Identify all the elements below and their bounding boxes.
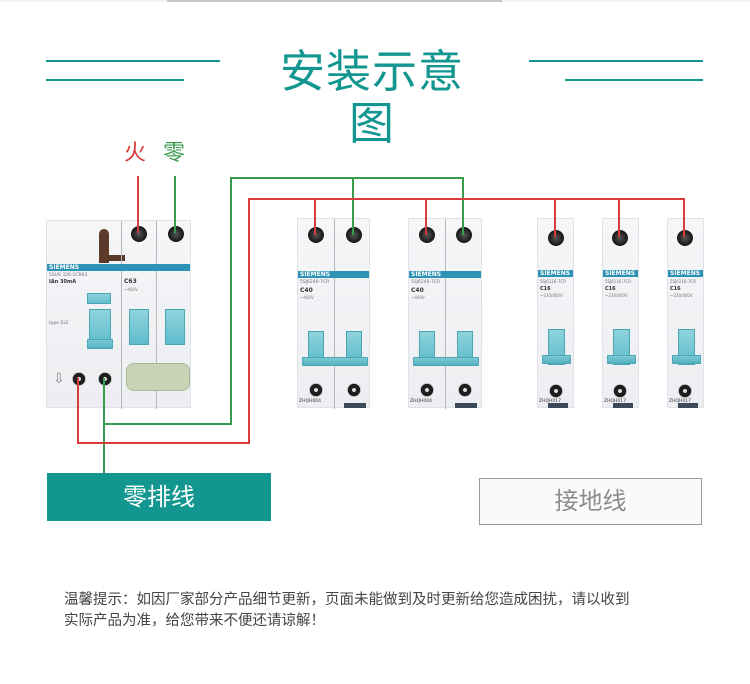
current-rating: C16: [540, 286, 551, 292]
single-pole-breaker-3: SIEMENS 5SJ6116-7CR C16 ~230/400V ZHQH01…: [667, 218, 704, 408]
pole-divider: [334, 219, 335, 409]
out-terminal: [549, 384, 563, 398]
toggle-bar[interactable]: [607, 355, 636, 364]
product-code: ZHQH017: [669, 399, 691, 404]
sensitivity-rating: IΔn 30mA: [49, 279, 77, 285]
toggle-bar[interactable]: [672, 355, 701, 364]
label-window: [126, 363, 190, 391]
single-pole-breaker-1: SIEMENS 5SJ6116-7CR C16 ~230/400V ZHQH01…: [537, 218, 574, 408]
din-clip: [613, 403, 633, 408]
brand-label: SIEMENS: [300, 271, 331, 278]
out-terminal: [420, 383, 434, 397]
out-terminal: [458, 383, 472, 397]
product-code: ZHQH017: [604, 399, 626, 404]
notice-line-2: 实际产品为准，给您带来不便还请谅解！: [64, 613, 325, 629]
din-clip: [678, 403, 698, 408]
live-wire-label: 火: [124, 141, 147, 166]
double-pole-breaker-1: SIEMENS 5SJ6240-7CR C40 ~400V ZHQH004: [297, 218, 370, 409]
model-number: 5SJ6116-7CR: [540, 279, 567, 284]
voltage-rating: ~230/400V: [540, 293, 563, 298]
current-rating: C40: [300, 287, 313, 294]
brand-stripe: SIEMENS: [603, 270, 638, 277]
brand-stripe: SIEMENS: [538, 270, 573, 277]
page-title: 安装示意图: [279, 45, 464, 150]
brand-label: SIEMENS: [670, 270, 701, 277]
current-rating: C16: [605, 286, 616, 292]
voltage-rating: ~400V: [124, 287, 138, 292]
toggle-bar[interactable]: [413, 357, 479, 366]
voltage-rating: ~230/400V: [605, 293, 628, 298]
product-code: ZHQH004: [410, 399, 432, 404]
pole-divider: [156, 221, 157, 409]
double-pole-breaker-2: SIEMENS 5SJ6240-7CR C40 ~400V ZHQH004: [408, 218, 482, 409]
voltage-rating: ~400V: [411, 295, 425, 300]
header-right-line-long: [529, 60, 703, 62]
live-in-terminal: [131, 226, 147, 242]
top-image-edge: [0, 0, 750, 2]
din-clip: [548, 403, 568, 408]
neutral-in-terminal: [168, 226, 184, 242]
current-rating: C16: [670, 286, 681, 292]
model-number: 5SJ6240-7CR: [300, 280, 330, 285]
toggle-handle-pole-1[interactable]: [129, 309, 149, 345]
product-code: ZHQH004: [299, 399, 321, 404]
brand-stripe: SIEMENS: [668, 270, 703, 277]
brand-label: SIEMENS: [540, 270, 571, 277]
model-number: 5SJ6116-7CR: [605, 279, 632, 284]
brand-label: SIEMENS: [49, 264, 80, 271]
top-image-fragment: [167, 0, 502, 2]
toggle-bar[interactable]: [87, 339, 113, 349]
toggle-bar[interactable]: [302, 357, 368, 366]
din-clip: [344, 403, 366, 408]
out-terminal: [678, 384, 692, 398]
neutral-wire-label: 零: [163, 141, 186, 166]
main-rcbo-breaker: SIEMENS 5SU9 326-1CR63 IΔn 30mA C63 ~400…: [46, 220, 191, 409]
voltage-rating: ~230/400V: [670, 293, 693, 298]
din-clip: [455, 403, 477, 408]
notice-text: 温馨提示：如因厂家部分产品细节更新，页面未能做到及时更新给您造成困扰，请以收到 …: [64, 590, 704, 632]
live-terminal: [548, 230, 564, 246]
toggle-handle-pole-2[interactable]: [165, 309, 185, 345]
out-terminal: [309, 383, 323, 397]
live-terminal: [677, 230, 693, 246]
brand-label: SIEMENS: [411, 271, 442, 278]
single-pole-breaker-2: SIEMENS 5SJ6116-7CR C16 ~230/400V ZHQH01…: [602, 218, 639, 408]
pole-divider: [121, 221, 122, 409]
arrow-down-icon: ⇩: [53, 371, 65, 387]
live-terminal: [612, 230, 628, 246]
model-number: 5SU9 326-1CR63: [49, 273, 88, 278]
pole-divider: [445, 219, 446, 409]
brand-stripe: SIEMENS: [298, 271, 369, 278]
brand-label: SIEMENS: [605, 270, 636, 277]
brand-stripe: SIEMENS: [47, 264, 190, 271]
neutral-bar-label: 零排线: [47, 473, 271, 521]
ground-bar-label: 接地线: [479, 478, 702, 525]
voltage-rating: ~400V: [300, 295, 314, 300]
out-terminal: [347, 383, 361, 397]
model-number: 5SJ6116-7CR: [670, 279, 697, 284]
current-rating: C63: [124, 278, 137, 285]
toggle-bar[interactable]: [542, 355, 571, 364]
notice-line-1: 温馨提示：如因厂家部分产品细节更新，页面未能做到及时更新给您造成困扰，请以收到: [64, 592, 630, 608]
test-button[interactable]: [87, 293, 111, 304]
header-left-line-short: [46, 79, 184, 81]
out-terminal: [613, 384, 627, 398]
live-distribution-wire: [77, 198, 685, 444]
header-left-line-long: [46, 60, 220, 62]
neutral-distribution-wire: [103, 177, 464, 425]
model-number: 5SJ6240-7CR: [411, 280, 441, 285]
brand-stripe: SIEMENS: [409, 271, 481, 278]
type-label: type ELE: [49, 321, 69, 326]
current-rating: C40: [411, 287, 424, 294]
product-code: ZHQH017: [539, 399, 561, 404]
header-right-line-short: [565, 79, 703, 81]
test-lever: [99, 229, 109, 263]
test-lever-arm: [99, 255, 125, 261]
